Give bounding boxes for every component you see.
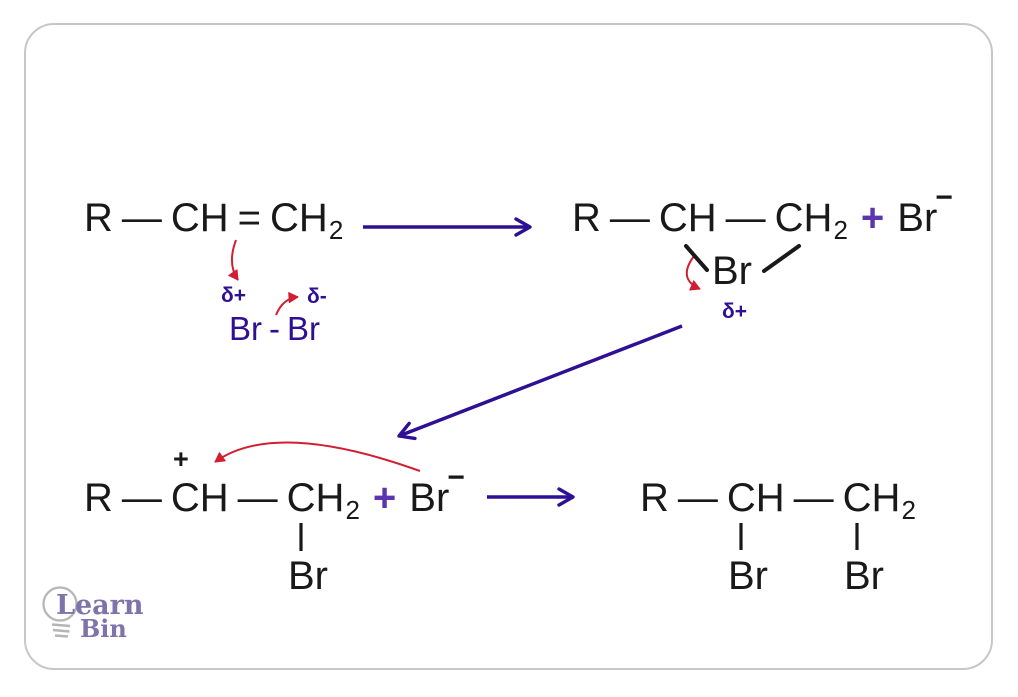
negative-charge: − (935, 181, 953, 214)
plus-sign: + (372, 476, 397, 520)
br-on-ch-product: Br (728, 554, 768, 598)
ch2-subscript: 2 (345, 495, 360, 525)
structure-intermediate: R — CH — CH2 + Br− (572, 183, 953, 244)
border-frame (24, 23, 993, 670)
structure-alkene: R — CH = CH2 (84, 196, 343, 243)
bromide-symbol: Br (897, 196, 938, 240)
r-group: R (572, 196, 601, 240)
ch-group: CH (658, 196, 717, 240)
single-bond: — (725, 196, 766, 240)
single-bond: — (677, 476, 718, 520)
structure-bromine-molecule: Br - Br (229, 312, 320, 345)
ch2-group: CH2 (286, 476, 360, 523)
ch-group: CH (170, 196, 229, 240)
r-group: R (84, 196, 113, 240)
delta-minus-label: δ- (307, 285, 327, 308)
logo-text-bin: Bin (80, 614, 127, 643)
ch-group: CH (170, 476, 229, 520)
bridging-br-atom: Br (712, 249, 752, 293)
structure-product: R — CH — CH2 (640, 476, 916, 523)
r-group: R (84, 476, 113, 520)
br-right: Br (287, 310, 320, 347)
negative-charge: − (447, 461, 465, 494)
logo-text-learn: Learn (56, 590, 144, 621)
ch2-subscript: 2 (833, 215, 848, 245)
single-bond: — (121, 476, 162, 520)
bromide-ion: Br− (409, 463, 465, 520)
ch2-group: CH2 (270, 196, 343, 243)
single-bond: — (793, 476, 834, 520)
carbocation-plus-charge: + (173, 444, 189, 474)
br-on-ch2-product: Br (844, 554, 884, 598)
ch2-text: CH (286, 476, 345, 520)
ch2-text: CH (774, 196, 833, 240)
ch2-subscript: 2 (328, 215, 344, 245)
single-bond: — (237, 476, 278, 520)
delta-plus-bridging-br: δ+ (722, 300, 747, 323)
ch2-group: CH2 (842, 476, 916, 523)
ch2-subscript: 2 (901, 495, 916, 525)
bromide-ion: Br− (897, 183, 953, 240)
ch2-text: CH (842, 476, 901, 520)
single-bond: — (121, 196, 162, 240)
bromide-symbol: Br (409, 476, 450, 520)
delta-plus-label: δ+ (221, 284, 246, 307)
br-br-bond: - (269, 310, 280, 347)
ch-group: CH (726, 476, 785, 520)
r-group: R (640, 476, 669, 520)
structure-carbocation: R — CH — CH2 + Br− (84, 463, 465, 524)
plus-sign: + (860, 196, 885, 240)
br-substituent-step3: Br (288, 554, 328, 598)
single-bond: — (609, 196, 650, 240)
ch2-group: CH2 (774, 196, 848, 243)
ch2-text: CH (270, 196, 328, 240)
double-bond: = (237, 196, 262, 240)
br-left: Br (229, 310, 262, 347)
